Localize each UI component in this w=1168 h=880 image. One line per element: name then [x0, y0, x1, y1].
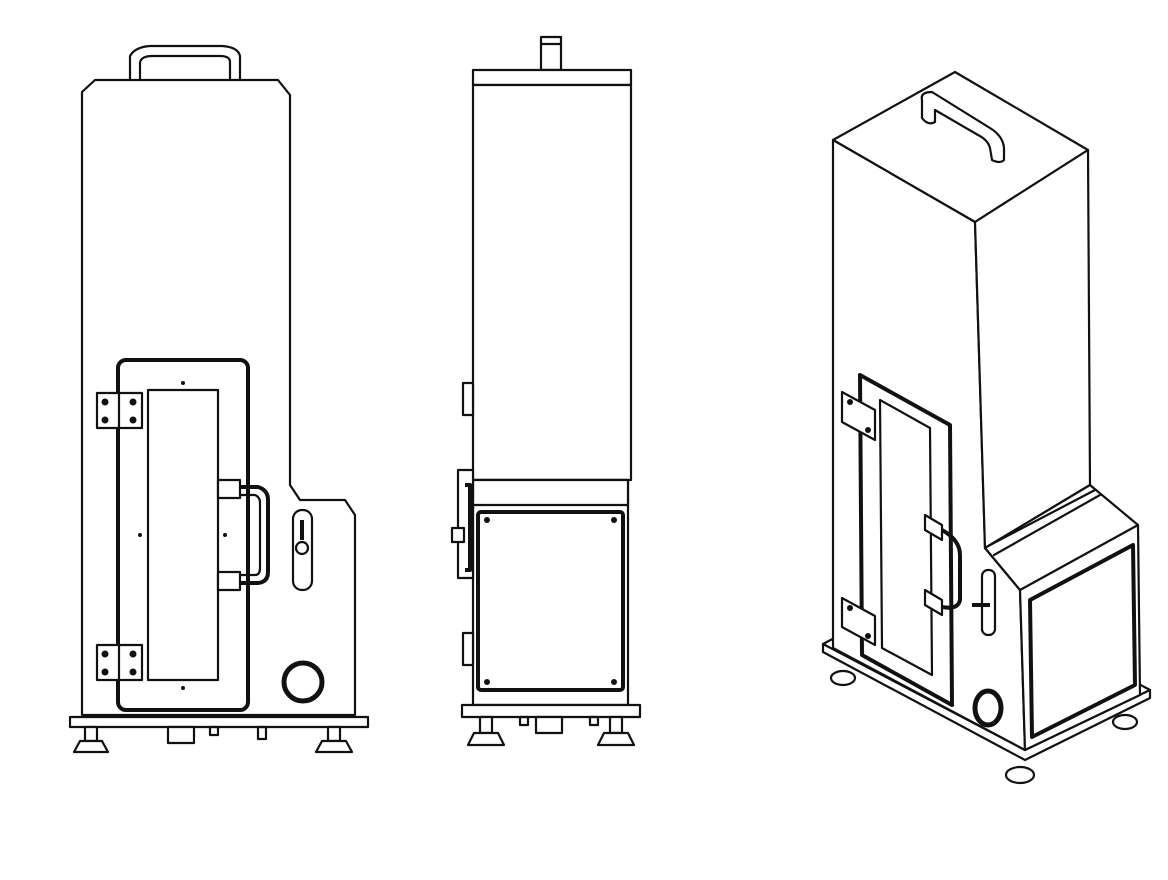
top-handle [920, 90, 1006, 164]
hinge-icon [840, 390, 877, 647]
hinge-icon [95, 391, 144, 430]
isometric-view [821, 70, 1152, 785]
foot [72, 725, 354, 754]
door-window [878, 398, 934, 677]
port-icon [972, 688, 1004, 728]
latch [291, 508, 314, 592]
lower-panel [1028, 543, 1137, 739]
base-plate [68, 715, 370, 729]
hinge-icon [95, 643, 144, 682]
latch [972, 568, 997, 637]
top-handle [128, 44, 242, 80]
side-view [450, 35, 642, 747]
foot [466, 715, 636, 747]
top-cap [471, 68, 633, 87]
foot [829, 669, 1139, 785]
door-handle [923, 513, 962, 617]
door-handle [216, 478, 270, 592]
top-post [539, 35, 563, 72]
door [116, 358, 250, 712]
front-view [68, 44, 370, 754]
base-plate [460, 703, 642, 719]
upper-body [471, 83, 633, 482]
side-panel [476, 510, 625, 692]
port-icon [281, 660, 325, 704]
door-window [146, 388, 220, 682]
door [858, 373, 954, 707]
